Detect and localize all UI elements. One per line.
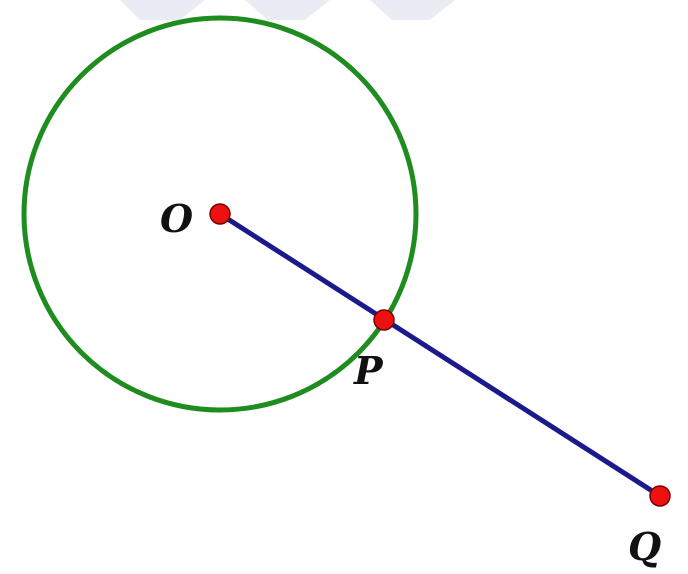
point-q — [649, 485, 671, 507]
segment-oq — [217, 211, 663, 499]
watermark — [120, 0, 455, 20]
circle-o — [21, 15, 419, 413]
label-o: O — [160, 196, 193, 241]
point-o — [209, 203, 231, 225]
point-p — [373, 309, 395, 331]
label-p: P — [353, 348, 384, 393]
label-q: Q — [628, 524, 661, 569]
